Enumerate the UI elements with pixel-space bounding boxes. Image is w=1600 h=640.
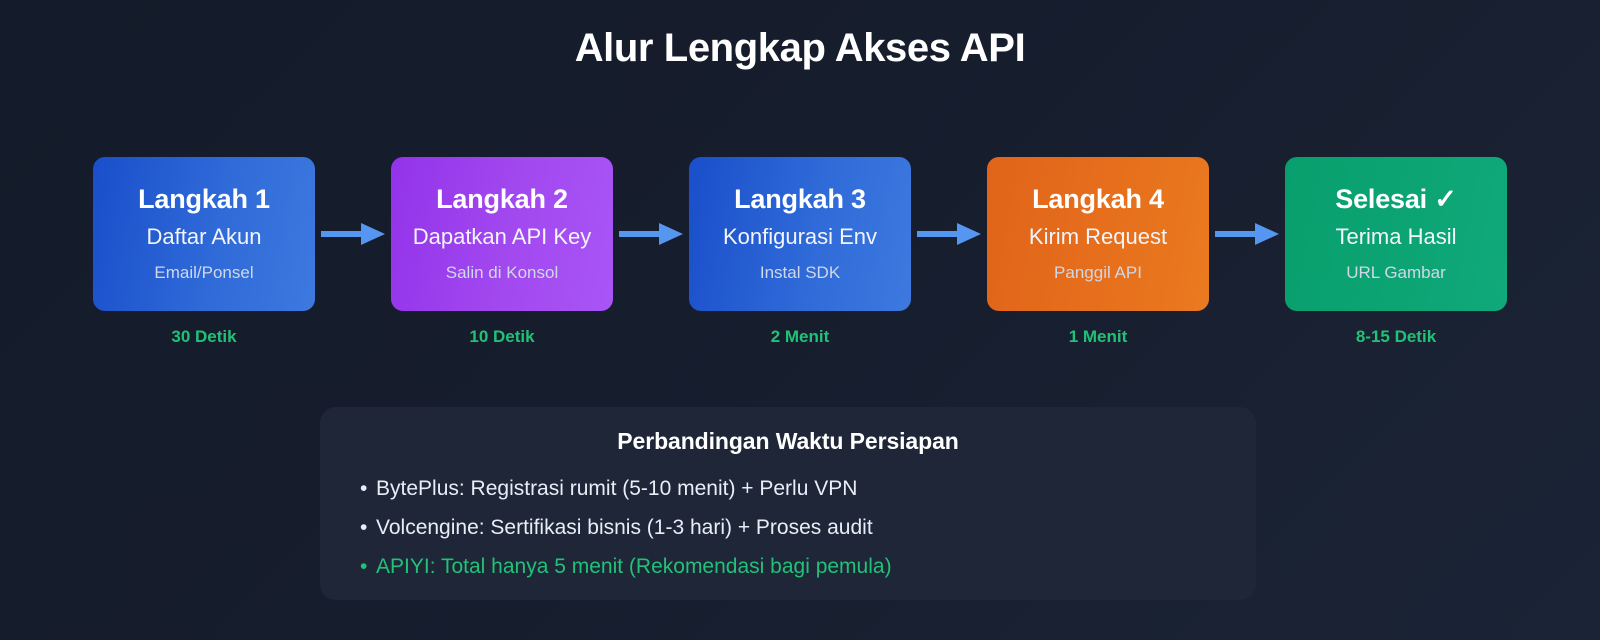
step-card-note: Panggil API <box>1054 262 1142 282</box>
step-card-1[interactable]: Langkah 1 Daftar Akun Email/Ponsel <box>93 157 315 311</box>
list-item-text: Volcengine: Sertifikasi bisnis (1-3 hari… <box>376 516 873 539</box>
step-card-subtitle: Terima Hasil <box>1335 223 1457 249</box>
list-item: • BytePlus: Registrasi rumit (5-10 menit)… <box>360 469 1256 508</box>
step-card-subtitle: Kirim Request <box>1028 223 1168 249</box>
list-item: • Volcengine: Sertifikasi bisnis (1-3 har… <box>360 508 1256 547</box>
step-duration-label: 1 Menit <box>1068 327 1128 346</box>
flow-arrow-1 <box>315 157 391 311</box>
step-card-note: Salin di Konsol <box>445 262 559 282</box>
step-card-subtitle: Konfigurasi Env <box>722 223 878 249</box>
step-card-4[interactable]: Langkah 4 Kirim Request Panggil API <box>987 157 1209 311</box>
step-column-4: Langkah 4 Kirim Request Panggil API 1 Me… <box>987 157 1209 348</box>
step-column-1: Langkah 1 Daftar Akun Email/Ponsel 30 De… <box>93 157 315 348</box>
step-card-title: Langkah 2 <box>436 183 568 214</box>
step-duration-label: 2 Menit <box>770 327 830 346</box>
step-card-title: Langkah 3 <box>734 183 866 214</box>
step-card-3[interactable]: Langkah 3 Konfigurasi Env Instal SDK <box>689 157 911 311</box>
flow-arrow-4 <box>1209 157 1285 311</box>
step-column-5: Selesai ✓ Terima Hasil URL Gambar 8-15 D… <box>1285 157 1507 348</box>
flow-arrow-3 <box>911 157 987 311</box>
step-card-title-with-check-icon: Selesai ✓ <box>1335 183 1457 214</box>
list-item-text: BytePlus: Registrasi rumit (5-10 menit) … <box>376 477 858 500</box>
bullet-icon: • <box>360 555 368 578</box>
step-card-title: Langkah 1 <box>138 183 270 214</box>
bullet-icon: • <box>360 516 368 539</box>
page-title: Alur Lengkap Akses API <box>574 26 1026 70</box>
step-card-final[interactable]: Selesai ✓ Terima Hasil URL Gambar <box>1285 157 1507 311</box>
step-duration-label: 30 Detik <box>171 327 237 346</box>
step-card-note: URL Gambar <box>1346 262 1446 282</box>
step-card-subtitle: Daftar Akun <box>146 223 262 249</box>
step-duration-label: 8-15 Detik <box>1355 327 1437 346</box>
comparison-heading: Perbandingan Waktu Persiapan <box>617 428 959 454</box>
list-item-text: APIYI: Total hanya 5 menit (Rekomendasi … <box>376 555 892 578</box>
step-card-2[interactable]: Langkah 2 Dapatkan API Key Salin di Kons… <box>391 157 613 311</box>
step-column-3: Langkah 3 Konfigurasi Env Instal SDK 2 M… <box>689 157 911 348</box>
bullet-icon: • <box>360 477 368 500</box>
step-card-title: Langkah 4 <box>1032 183 1164 214</box>
comparison-panel: Perbandingan Waktu Persiapan • BytePlus: … <box>320 407 1256 600</box>
comparison-list: • BytePlus: Registrasi rumit (5-10 menit)… <box>320 469 1256 586</box>
step-card-subtitle: Dapatkan API Key <box>412 223 592 249</box>
list-item-highlighted: • APIYI: Total hanya 5 menit (Rekomendasi… <box>360 547 1256 586</box>
flow-arrow-2 <box>613 157 689 311</box>
step-column-2: Langkah 2 Dapatkan API Key Salin di Kons… <box>391 157 613 348</box>
step-card-note: Email/Ponsel <box>154 262 254 282</box>
step-flow-row: Langkah 1 Daftar Akun Email/Ponsel 30 De… <box>93 157 1507 357</box>
step-duration-label: 10 Detik <box>469 327 535 346</box>
step-card-note: Instal SDK <box>759 262 841 282</box>
